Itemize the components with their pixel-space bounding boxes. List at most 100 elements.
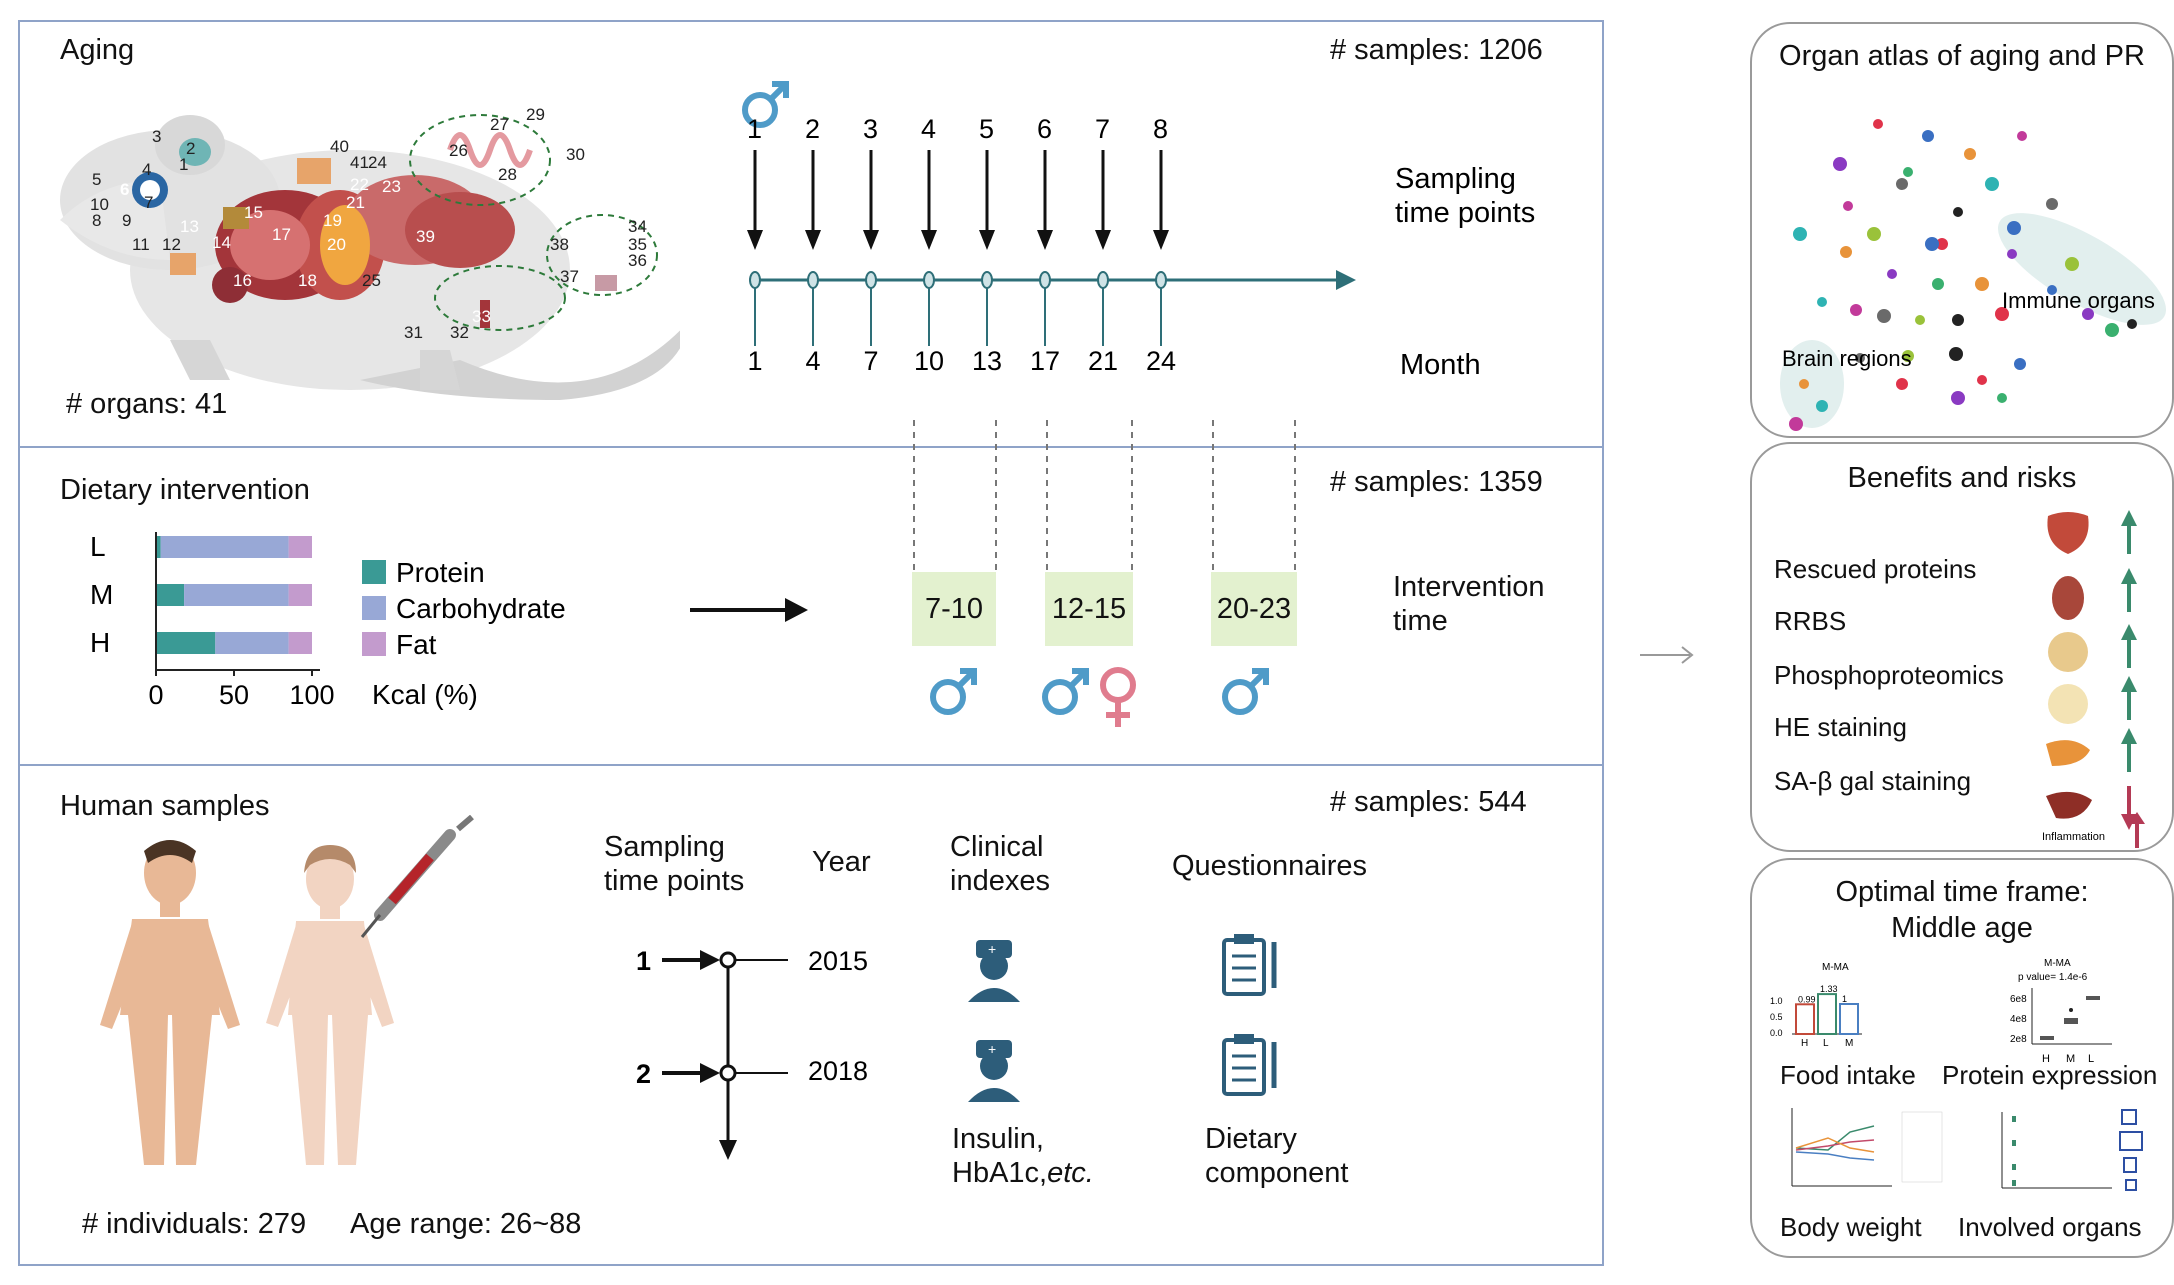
food-bar <box>1817 993 1837 1035</box>
umap-cluster <box>1949 347 1963 361</box>
sampling-arrowhead <box>921 230 937 250</box>
svg-text:+: + <box>988 1041 996 1057</box>
umap-cluster <box>1997 393 2007 403</box>
insulin-label-1: Insulin, <box>952 1123 1044 1155</box>
svg-text:39: 39 <box>416 227 435 246</box>
inflammation-label: Inflammation <box>2042 831 2105 843</box>
umap-cluster <box>2014 358 2026 370</box>
umap-cluster <box>2127 319 2137 329</box>
questionnaire-icons <box>1222 934 1277 1096</box>
sampling-label-2: time points <box>1395 197 1535 229</box>
protein-cat-m: M <box>2066 1053 2075 1065</box>
svg-text:32: 32 <box>450 323 469 342</box>
svg-text:14: 14 <box>212 233 231 252</box>
diet-panel <box>18 446 1604 766</box>
clinical-label-1: Clinical <box>950 831 1044 863</box>
umap-cluster <box>1850 304 1862 316</box>
aging-organs-count: # organs: 41 <box>66 388 228 420</box>
doctor-icon: + <box>968 940 1020 1002</box>
umap-cluster <box>1877 309 1891 323</box>
svg-text:16: 16 <box>233 271 252 290</box>
dietary-component-label: Dietary component <box>1205 1122 1349 1190</box>
human-panel <box>18 764 1604 1266</box>
sampling-arrowhead <box>747 230 763 250</box>
atlas-title: Organ atlas of aging and PR <box>1779 40 2145 72</box>
food-bar-category: M <box>1845 1038 1853 1049</box>
year-label: Year <box>812 846 871 878</box>
involved-organs-label: Involved organs <box>1958 1212 2142 1242</box>
individuals-count: # individuals: 279 <box>82 1208 307 1240</box>
protein-chart-title: M-MA <box>2044 958 2071 969</box>
umap-cluster <box>1873 119 1883 129</box>
aging-panel <box>18 20 1604 448</box>
male-symbol <box>1222 668 1269 715</box>
umap-cluster <box>1952 314 1964 326</box>
umap-cluster <box>1896 378 1908 390</box>
svg-text:27: 27 <box>490 115 509 134</box>
umap-cluster <box>1843 201 1853 211</box>
timeframe-card: Optimal time frame: Middle age M-MA 0.99… <box>1750 858 2174 1258</box>
time-point-index: 6 <box>1037 114 1052 144</box>
svg-text:12: 12 <box>162 235 181 254</box>
diet-bar-fat <box>288 584 312 606</box>
human-title: Human samples <box>60 790 270 822</box>
bladder-icon <box>2047 512 2089 554</box>
food-bar-category: H <box>1801 1038 1808 1049</box>
atlas-umap: Immune organs Brain regions <box>1780 119 2167 431</box>
timeline-node <box>865 271 877 289</box>
time-point-index: 5 <box>979 114 994 144</box>
month-value: 24 <box>1146 346 1176 376</box>
syringe-icon <box>360 815 474 938</box>
month-value: 17 <box>1030 346 1060 376</box>
timeline-node <box>749 271 761 289</box>
intervention-label-1: Intervention <box>1393 571 1545 603</box>
kidney-icon <box>2052 576 2084 620</box>
protein-ytick-1: 6e8 <box>2010 994 2027 1005</box>
food-bar-value: 1.33 <box>1820 984 1838 994</box>
timeline-node <box>1039 271 1051 289</box>
benefit-sa-gal-staining: SA-β gal staining <box>1774 766 1972 796</box>
window-sex-symbols <box>930 667 1269 727</box>
diet-bar-fat <box>288 632 312 654</box>
umap-cluster <box>1951 391 1965 405</box>
human-timeline: 1 2 2015 2018 <box>636 946 868 1160</box>
human-samples: # samples: 544 <box>1330 786 1527 818</box>
human-sampling-label: Sampling time points <box>604 830 744 898</box>
umap-cluster <box>2082 308 2094 320</box>
diet-bar-protein <box>156 536 161 558</box>
svg-text:34: 34 <box>628 217 647 236</box>
svg-text:33: 33 <box>472 307 491 326</box>
svg-text:25: 25 <box>362 271 381 290</box>
benefit-rrbs: RRBS <box>1774 606 1847 636</box>
protein-chart-pvalue: p value= 1.4e-6 <box>2018 972 2088 983</box>
dietary-label-2: component <box>1205 1157 1349 1189</box>
time-point-index: 3 <box>863 114 878 144</box>
umap-cluster <box>2047 285 2057 295</box>
svg-text:21: 21 <box>346 193 365 212</box>
umap-cluster <box>1896 178 1908 190</box>
legend-fat: Fat <box>396 629 437 660</box>
svg-text:20: 20 <box>327 235 346 254</box>
diet-arrow <box>690 598 808 622</box>
legend-carbohydrate: Carbohydrate <box>396 593 566 624</box>
svg-text:8: 8 <box>92 211 101 230</box>
insulin-label-2: HbA1c, <box>952 1157 1048 1189</box>
svg-text:5: 5 <box>92 170 101 189</box>
umap-cluster <box>2007 249 2017 259</box>
diet-axis-tick: 0 <box>148 680 163 710</box>
protein-expression-chart: M-MA p value= 1.4e-6 6e8 4e8 2e8 H M L <box>2010 958 2112 1065</box>
immune-cluster-hull <box>1997 213 2167 325</box>
aging-title: Aging <box>60 34 135 66</box>
svg-text:13: 13 <box>180 217 199 236</box>
svg-text:11: 11 <box>132 235 150 254</box>
legend-fat-swatch <box>362 632 386 656</box>
summary-arrow <box>1640 646 1694 664</box>
organ-arrows: Inflammation <box>2042 510 2137 843</box>
male-figure <box>100 841 240 1165</box>
female-symbol <box>1100 667 1136 727</box>
aging-samples: # samples: 1206 <box>1330 34 1543 66</box>
male-symbol <box>1042 668 1089 715</box>
svg-text:26: 26 <box>449 141 468 160</box>
